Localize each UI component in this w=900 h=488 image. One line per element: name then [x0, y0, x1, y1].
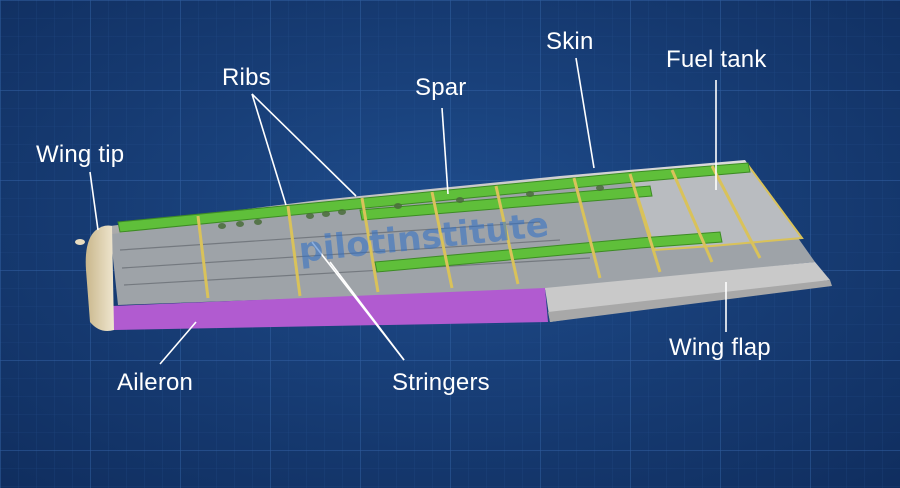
rib	[430, 191, 454, 289]
rib	[628, 173, 662, 273]
spar-rear	[374, 231, 723, 273]
rib	[286, 205, 302, 297]
leader-skin	[575, 57, 595, 169]
leader-ribs-1	[251, 93, 287, 206]
leader-lines	[89, 57, 727, 365]
rib	[360, 197, 380, 293]
leader-aileron	[159, 321, 197, 365]
label-wing-flap: Wing flap	[669, 334, 771, 361]
leader-wing-tip	[89, 171, 99, 231]
label-ribs: Ribs	[222, 64, 271, 91]
wing-tip-cap	[85, 225, 114, 331]
label-fuel-tank: Fuel tank	[666, 46, 767, 73]
label-skin: Skin	[546, 28, 594, 55]
rib	[494, 185, 520, 285]
rib	[196, 215, 210, 299]
label-wing-tip: Wing tip	[36, 141, 125, 168]
leader-spar	[441, 107, 449, 195]
label-stringers: Stringers	[392, 369, 490, 396]
rib	[710, 165, 762, 259]
wing-model	[75, 160, 832, 331]
aileron-surface	[112, 288, 548, 330]
rib	[670, 169, 714, 263]
label-spar: Spar	[415, 74, 467, 101]
leader-stringers-2	[329, 261, 405, 361]
leader-ribs-2	[251, 93, 357, 197]
rib	[572, 177, 602, 279]
label-aileron: Aileron	[117, 369, 194, 396]
